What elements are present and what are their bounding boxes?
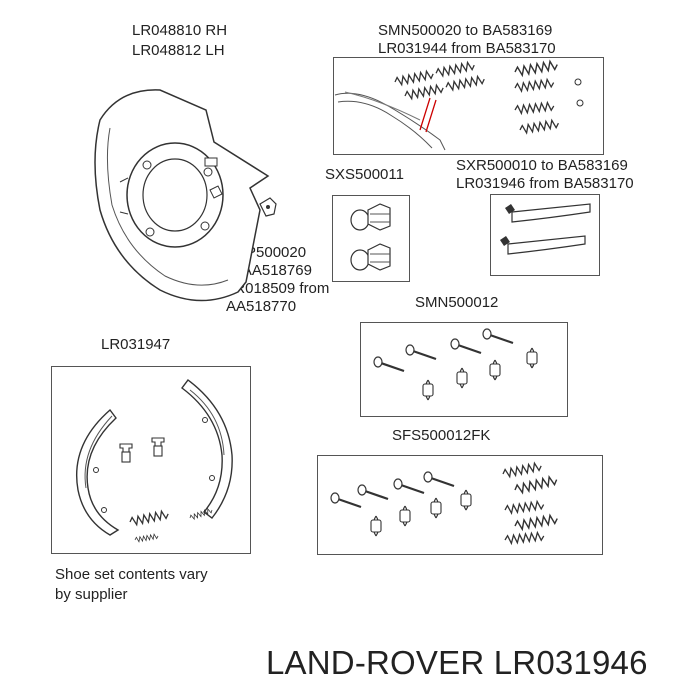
strut-drawing — [500, 203, 591, 255]
label-fitting-kit: SFS500012FK — [392, 427, 491, 444]
fitting-kit-drawing — [329, 461, 559, 545]
spring-kit-panel — [333, 57, 604, 155]
label-bolt-4: AA518770 — [226, 298, 297, 315]
brake-shoes-drawing — [76, 379, 233, 543]
label-bolt-3: LR018509 from — [226, 280, 330, 297]
label-shield-lh: LR048812 LH — [132, 42, 225, 59]
dust-shield-drawing — [94, 89, 270, 302]
note-line-2: by supplier — [55, 586, 128, 603]
label-shield-rh: LR048810 RH — [132, 22, 228, 39]
label-pin-kit: SMN500012 — [415, 294, 499, 311]
label-adjuster: SXS500011 — [325, 166, 404, 183]
label-shoe-set: LR031947 — [101, 336, 171, 353]
fitting-kit-panel — [317, 455, 603, 555]
adjuster-drawing — [350, 203, 391, 271]
label-spring-kit-1: SMN500020 to BA583169 — [378, 22, 553, 39]
label-spring-kit-2: LR031944 from BA583170 — [378, 40, 556, 57]
label-strut-1: SXR500010 to BA583169 — [456, 157, 628, 174]
label-strut-2: LR031946 from BA583170 — [456, 175, 634, 192]
pin-kit-drawing — [372, 327, 538, 401]
pin-kit-panel — [360, 322, 568, 417]
spring-kit-drawing — [334, 59, 584, 151]
brand-part-number: LAND-ROVER LR031946 — [266, 644, 648, 681]
note-line-1: Shoe set contents vary — [55, 566, 208, 583]
bolt-drawing — [259, 197, 277, 217]
